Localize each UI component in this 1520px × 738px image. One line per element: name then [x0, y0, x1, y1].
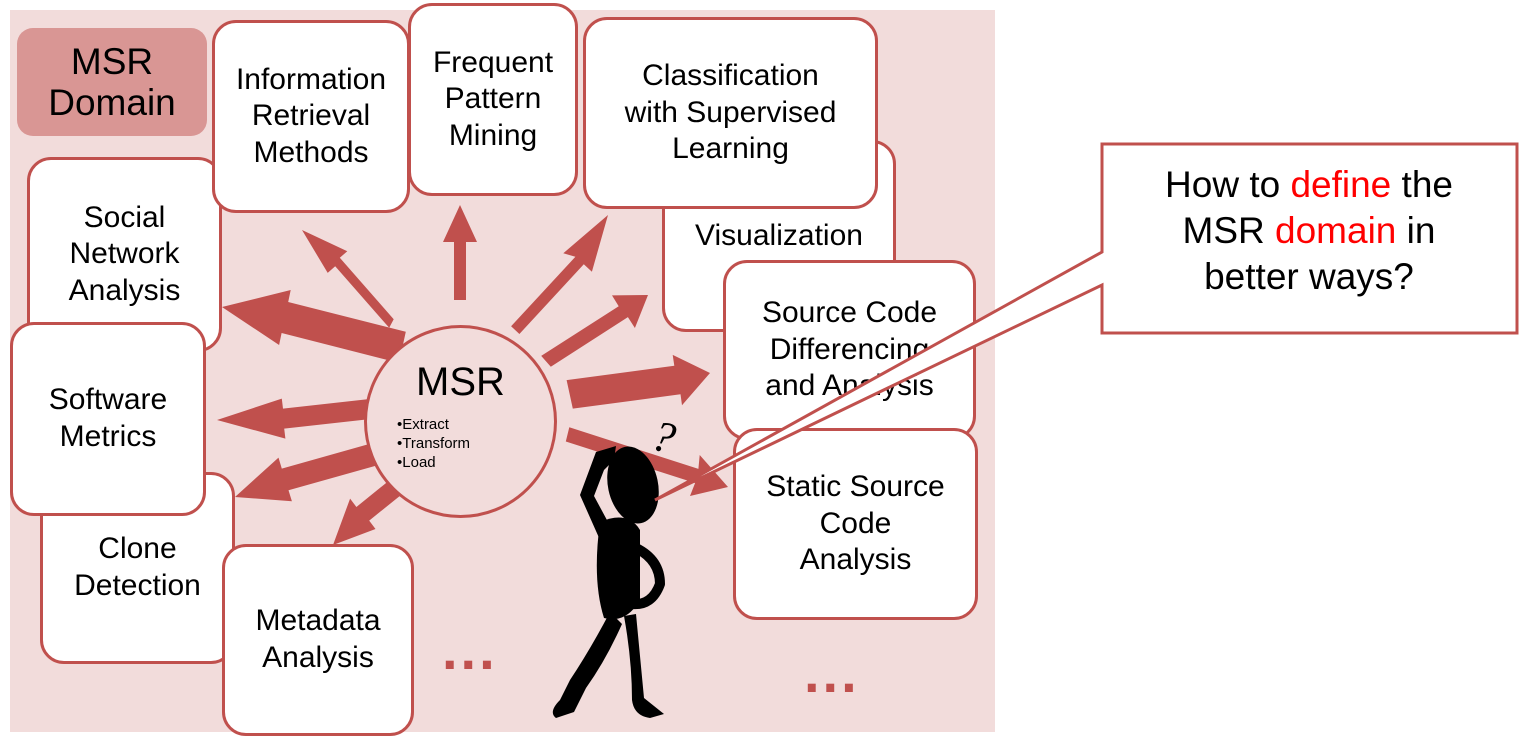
arrow-to-visualization	[541, 295, 648, 367]
callout-line-2: MSR domain in	[1104, 208, 1514, 254]
box-line: with Supervised	[624, 95, 837, 129]
box-line: Frequent	[432, 45, 554, 79]
box-line: Pattern	[444, 82, 542, 116]
callout-highlight-define: define	[1290, 164, 1392, 205]
box-line: Metrics	[59, 420, 157, 453]
arrow-to-classification	[511, 215, 608, 334]
box-line: Information	[235, 62, 387, 96]
software-metrics-box: Software Metrics	[10, 322, 206, 516]
box-line: Analysis	[68, 273, 181, 307]
box-line: Detection	[74, 569, 201, 602]
box-line: Differencing	[769, 332, 930, 366]
box-line: Metadata	[255, 604, 381, 638]
box-line: Retrieval	[251, 99, 371, 133]
social-network-analysis-box: Social Network Analysis	[27, 157, 222, 352]
box-line: Code	[819, 506, 892, 540]
metadata-analysis-box: Metadata Analysis	[222, 544, 414, 736]
box-line: Methods	[253, 135, 369, 169]
box-line: Analysis	[799, 543, 912, 577]
box-line: Software	[48, 383, 168, 417]
bullet-item: Load	[397, 454, 470, 473]
callout-text-segment: How to	[1165, 164, 1291, 205]
static-source-code-analysis-box: Static Source Code Analysis	[733, 428, 978, 620]
callout-highlight-domain: domain	[1275, 209, 1397, 251]
figure-bent-arm	[627, 543, 665, 610]
figure-raised-arm	[580, 446, 616, 540]
callout-text-segment: MSR	[1182, 209, 1276, 251]
box-line: Network	[69, 237, 180, 271]
msr-center-title: MSR	[416, 360, 505, 404]
callout-bubble	[654, 142, 1519, 502]
classification-box: Classification with Supervised Learning	[583, 17, 878, 209]
ellipsis-right: ...	[804, 641, 860, 704]
box-line: Static Source	[766, 470, 945, 504]
box-line: Learning	[672, 132, 789, 166]
callout-text-segment: in	[1396, 209, 1436, 251]
arrow-to-frequent-pattern	[443, 205, 477, 300]
domain-label-line1: MSR	[70, 40, 154, 82]
ellipsis-left: ...	[442, 618, 498, 681]
arrow-to-source-code-diff	[566, 354, 710, 409]
callout-line-3: better ways?	[1204, 255, 1414, 297]
figure-body	[596, 517, 640, 620]
msr-domain-label: MSR Domain	[17, 28, 207, 136]
arrow-to-clone-detection	[235, 436, 403, 502]
box-line: Mining	[448, 118, 538, 152]
frequent-pattern-mining-box: Frequent Pattern Mining	[408, 3, 578, 196]
box-line: Clone	[98, 532, 177, 566]
msr-bullet-list: Extract Transform Load	[397, 416, 470, 472]
callout-text-segment: the	[1391, 164, 1453, 205]
arrow-to-social-network	[222, 290, 406, 363]
box-line: Visualization	[695, 218, 863, 252]
figure-leg-right	[624, 614, 664, 718]
box-line: Social	[83, 200, 166, 234]
domain-label-line2: Domain	[48, 82, 176, 123]
bullet-item: Extract	[397, 416, 470, 435]
box-line: Classification	[642, 59, 819, 93]
arrow-to-information-retrieval	[302, 230, 394, 328]
box-line: Source Code	[761, 296, 938, 330]
figure-leg-left	[552, 612, 622, 718]
figure-head	[607, 446, 659, 524]
box-line: Analysis	[262, 641, 374, 674]
callout-line-1: How to define the	[1104, 162, 1514, 208]
msr-center-node: MSR Extract Transform Load	[364, 325, 557, 518]
arrow-to-software-metrics	[217, 396, 397, 439]
bullet-item: Transform	[397, 435, 470, 454]
callout-text: How to define the MSR domain in better w…	[1104, 162, 1514, 300]
